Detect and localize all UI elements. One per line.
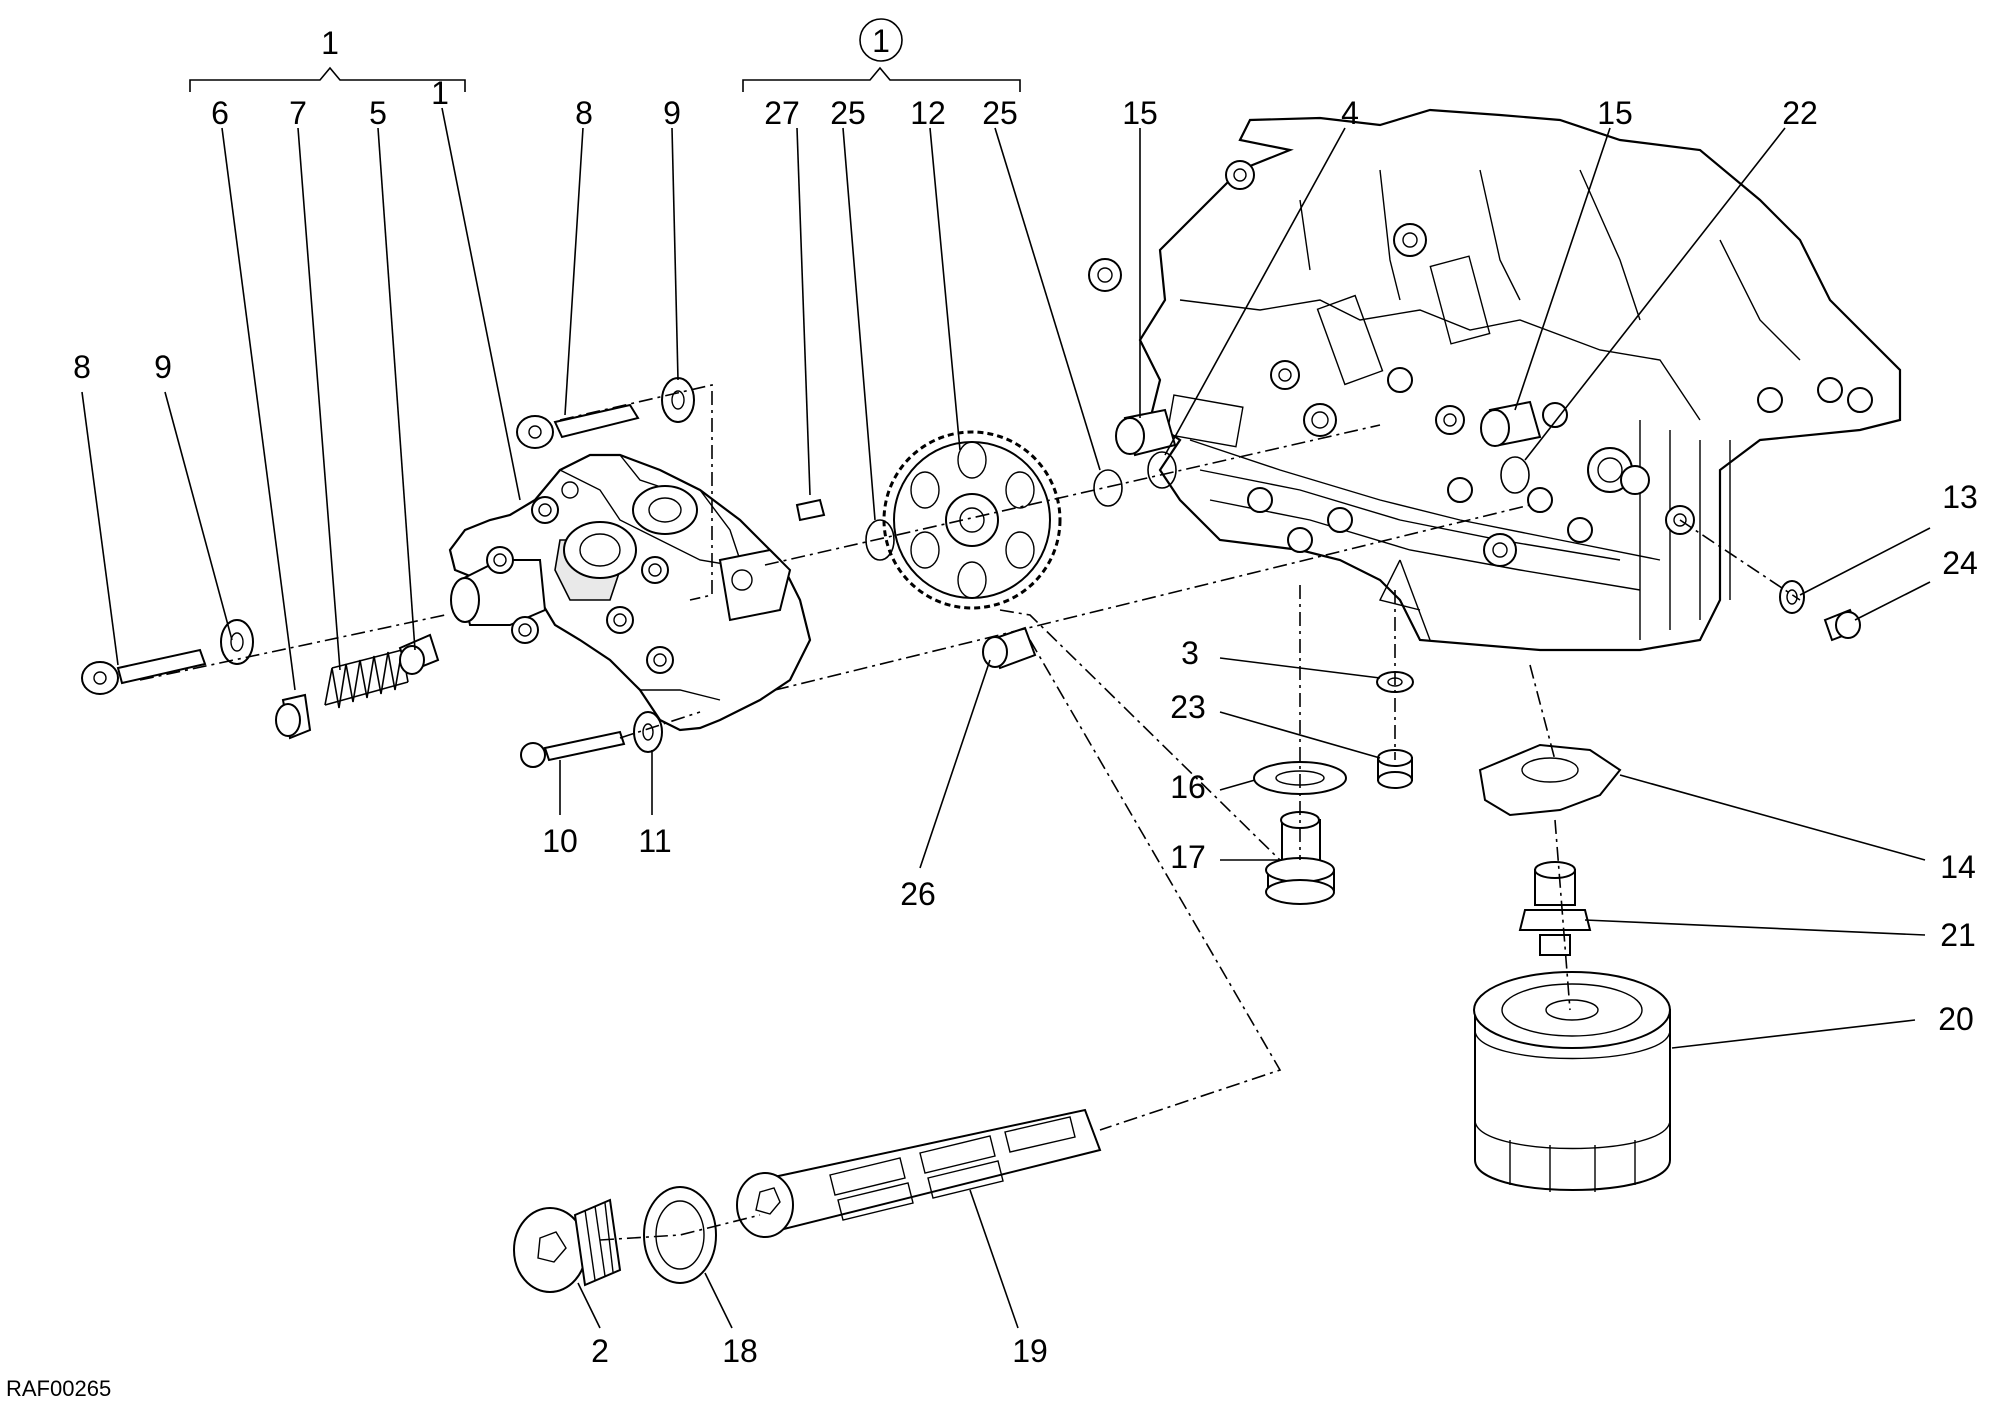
bushing-26 <box>982 626 1037 670</box>
label-part-8-left: 8 <box>73 349 91 385</box>
label-part-26: 26 <box>900 876 936 912</box>
label-part-11: 11 <box>638 823 671 859</box>
label-part-24: 24 <box>1942 545 1978 581</box>
plug-24 <box>1823 608 1861 642</box>
valve-5 <box>398 633 440 675</box>
label-part-18: 18 <box>722 1333 758 1369</box>
label-part-16: 16 <box>1170 769 1206 805</box>
label-part-5: 5 <box>369 95 387 131</box>
oil-pump-body <box>448 453 812 732</box>
bolt-10 <box>520 730 626 768</box>
washer-9-upper <box>661 377 695 423</box>
label-part-1: 1 <box>431 75 449 111</box>
label-part-15-left: 15 <box>1122 95 1158 131</box>
label-part-19: 19 <box>1012 1333 1048 1369</box>
washer-13 <box>1779 580 1805 614</box>
reference-code: RAF00265 <box>6 1376 111 1401</box>
label-part-4: 4 <box>1341 95 1359 131</box>
label-part-22: 22 <box>1782 95 1818 131</box>
pump-gear <box>882 430 1062 610</box>
label-part-7: 7 <box>289 95 307 131</box>
label-part-10: 10 <box>542 823 578 859</box>
label-part-27: 27 <box>764 95 800 131</box>
circled-marker <box>859 18 903 62</box>
circlip-25-left <box>865 519 895 561</box>
oring-22 <box>1500 456 1530 494</box>
bolt-8-left <box>81 648 207 695</box>
strainer-19 <box>736 1108 1102 1238</box>
label-part-8-upper: 8 <box>575 95 593 131</box>
label-part-9-upper: 9 <box>663 95 681 131</box>
label-part-23: 23 <box>1170 689 1206 725</box>
label-part-6: 6 <box>211 95 229 131</box>
leader-lines <box>81 107 1931 1329</box>
bolt-8-upper <box>516 403 640 449</box>
label-part-21: 21 <box>1940 917 1976 953</box>
label-part-14: 14 <box>1940 849 1976 885</box>
bracket-group-1: 1 <box>189 25 466 92</box>
label-part-3: 3 <box>1181 635 1199 671</box>
dowel-15-right <box>1480 400 1542 447</box>
washer-18 <box>643 1186 717 1284</box>
label-part-12: 12 <box>910 95 946 131</box>
nipple-21 <box>1518 861 1592 956</box>
label-part-15-right: 15 <box>1597 95 1633 131</box>
engine-crankcase <box>1088 108 1902 652</box>
assembly-axes <box>139 383 1801 1241</box>
group-label-1: 1 <box>321 25 339 61</box>
plate-14 <box>1478 743 1622 817</box>
plug-6 <box>275 693 312 740</box>
group-label-1-circled: 1 <box>872 23 890 59</box>
spring-7 <box>324 649 409 709</box>
key-27 <box>795 498 826 522</box>
plug-2 <box>513 1198 622 1293</box>
label-part-25-left: 25 <box>830 95 866 131</box>
label-part-25-right: 25 <box>982 95 1018 131</box>
label-part-17: 17 <box>1170 839 1206 875</box>
bracket-group-1-circled: 1 <box>742 18 1021 92</box>
part-number-labels: 6 7 5 1 8 9 27 25 12 25 15 4 15 22 8 9 1… <box>73 75 1978 1369</box>
washer-11 <box>633 711 663 753</box>
dowel-15-left <box>1115 408 1177 457</box>
label-part-9-left: 9 <box>154 349 172 385</box>
label-part-13: 13 <box>1942 479 1978 515</box>
oil-filter-20 <box>1473 971 1671 1192</box>
label-part-2: 2 <box>591 1333 609 1369</box>
circlip-25-right <box>1093 469 1123 507</box>
label-part-20: 20 <box>1938 1001 1974 1037</box>
oring-4 <box>1147 451 1177 489</box>
